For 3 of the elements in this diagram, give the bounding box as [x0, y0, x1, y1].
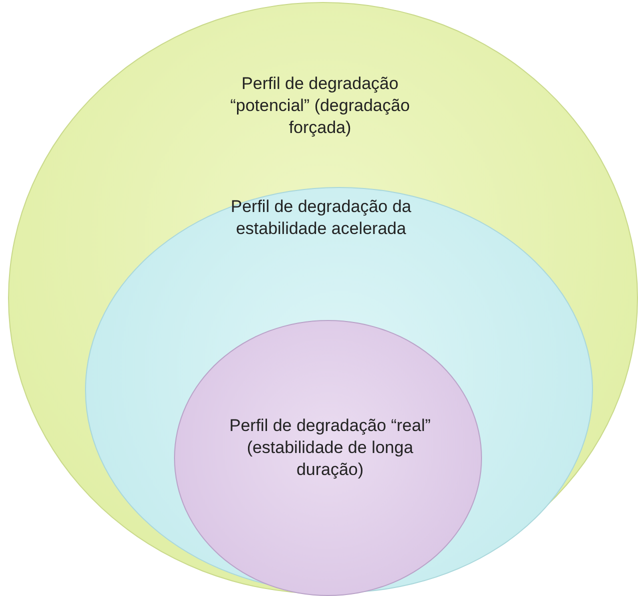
circle-label: Perfil de degradação da estabilidade acelerada: [230, 196, 412, 240]
circle-label: Perfil de degradação “real” (estabilidade de longa duração): [228, 415, 432, 481]
circle-label: Perfil de degradação “potencial” (degradação forçada): [229, 73, 411, 139]
